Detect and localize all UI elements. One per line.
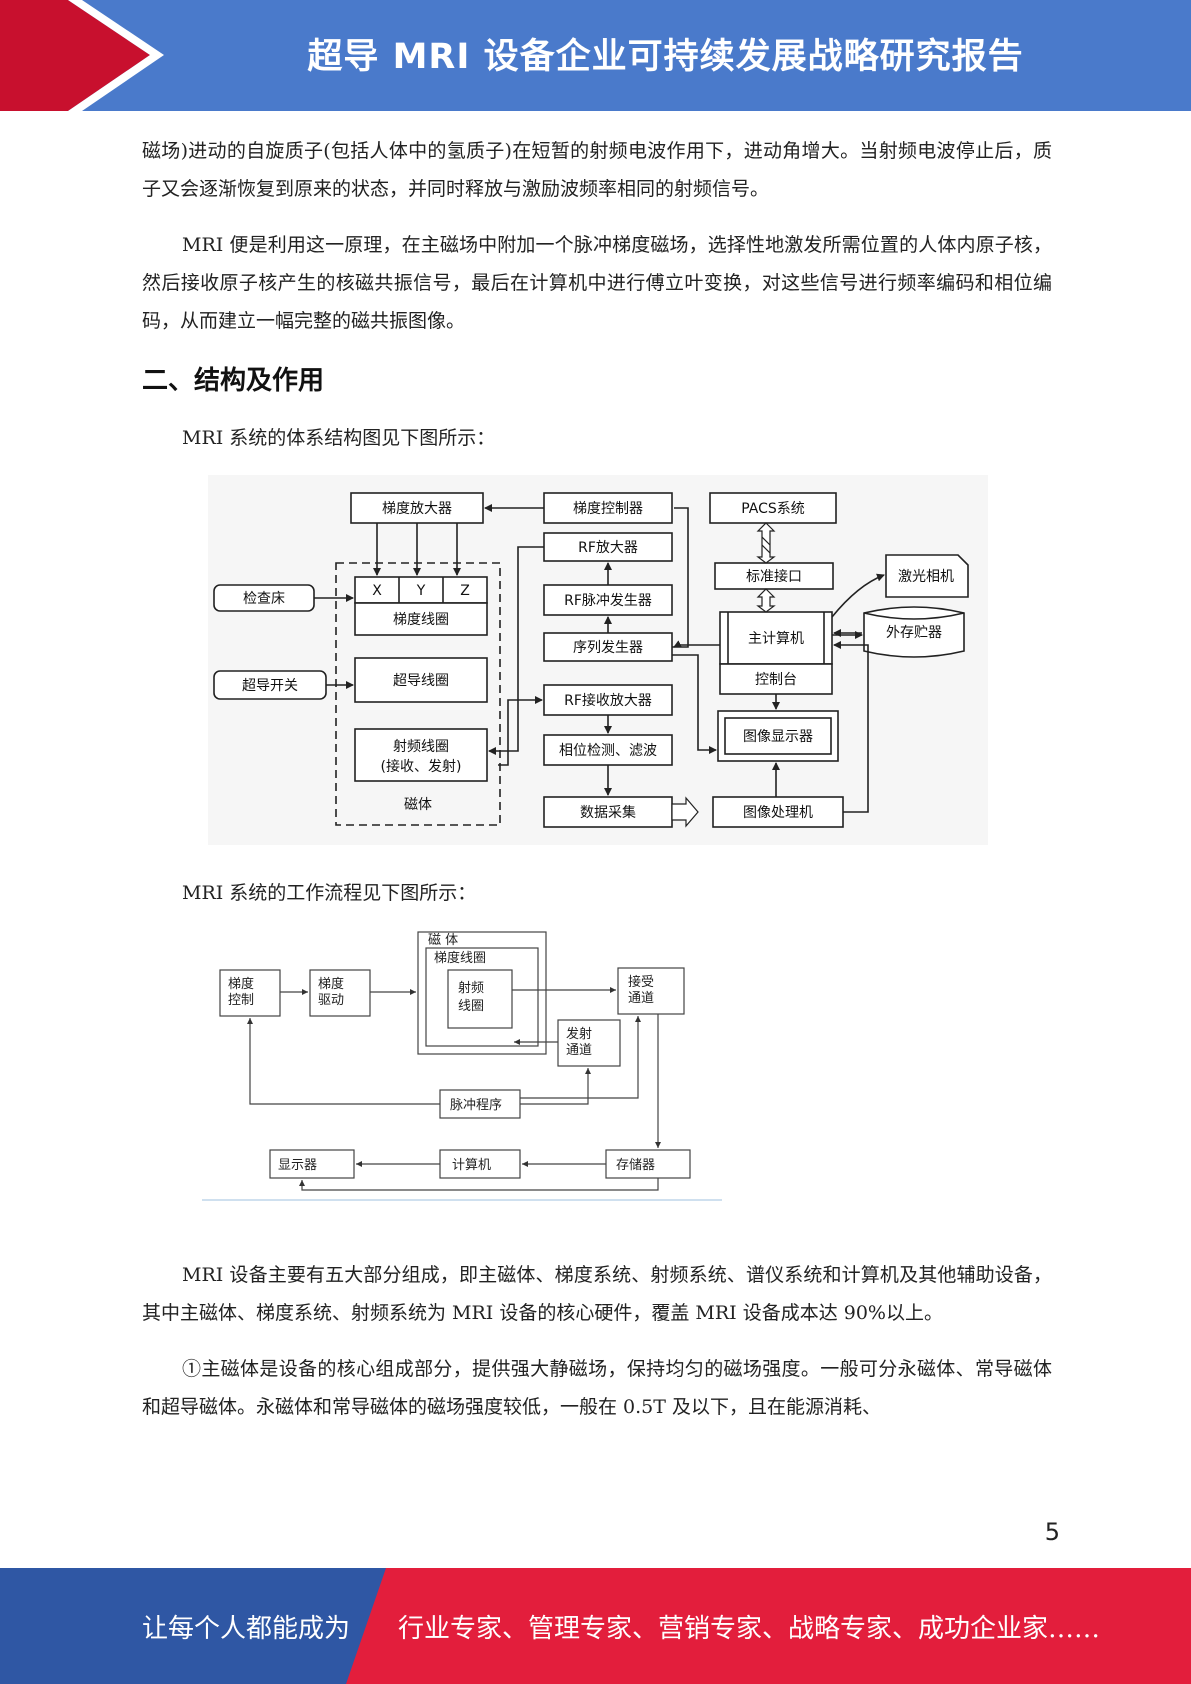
- box-storage: [605, 1149, 691, 1179]
- box-image-display: [717, 710, 839, 762]
- label-display: 显示器: [278, 1158, 317, 1173]
- label-gradient-coil: 梯度线圈: [434, 950, 486, 966]
- box-data-acq: [543, 796, 673, 828]
- box-rf-amp: [543, 532, 673, 562]
- label-computer: 计算机: [452, 1158, 491, 1173]
- footer-left-text: 让每个人都能成为: [142, 1614, 351, 1644]
- label-ext-storage: 外存贮器: [886, 625, 942, 641]
- paragraph-6: ①主磁体是设备的核心组成部分，提供强大静磁场，保持均匀的磁场强度。一般可分永磁体…: [142, 1358, 1052, 1418]
- box-computer: [439, 1149, 521, 1179]
- label-phase-detect: 相位检测、滤波: [559, 743, 657, 759]
- page-content: 磁场)进动的自旋质子(包括人体中的氢质子)在短暂的射频电波作用下，进动角增大。当…: [142, 132, 1052, 1444]
- box-rf-coil: [447, 969, 513, 1029]
- label-grad-drive-2: 驱动: [318, 993, 344, 1008]
- label-data-acq: 数据采集: [580, 804, 636, 821]
- label-x: X: [372, 583, 382, 599]
- label-rf-coil-2: (接收、发射): [381, 758, 462, 775]
- label-rf-pulse-gen: RF脉冲发生器: [564, 593, 652, 609]
- box-gradient-amp: [350, 492, 484, 524]
- box-laser-camera: [885, 554, 969, 598]
- label-tx-2: 通道: [566, 1043, 592, 1058]
- label-tx-1: 发射: [566, 1026, 592, 1042]
- label-seq-gen: 序列发生器: [573, 640, 643, 656]
- paragraph-3: MRI 系统的体系结构图见下图所示：: [182, 427, 496, 449]
- label-grad-ctrl-2: 控制: [228, 993, 254, 1008]
- label-image-proc: 图像处理机: [743, 805, 813, 821]
- header-title: 超导 MRI 设备企业可持续发展战略研究报告: [307, 37, 1024, 77]
- label-rf-coil-1: 射频线圈: [393, 739, 449, 755]
- box-image-proc: [712, 796, 844, 828]
- box-display: [269, 1149, 355, 1179]
- label-rf-recv-amp: RF接收放大器: [564, 692, 652, 709]
- box-gradient-coil: [354, 602, 488, 636]
- box-rf-recv-amp: [543, 684, 673, 716]
- label-grad-ctrl-1: 梯度: [228, 976, 254, 992]
- label-z: Z: [460, 583, 470, 599]
- box-grad-drive: [309, 969, 371, 1017]
- box-recv-channel: [617, 967, 685, 1015]
- header-chevron-decoration: [0, 0, 164, 111]
- mri-workflow-diagram: 磁 体 梯度线圈 梯度 控制 梯度 驱动 射频 线圈 接受 通道 发射 通道 脉…: [202, 931, 722, 1201]
- label-pacs: PACS系统: [741, 501, 805, 517]
- label-main-computer: 主计算机: [748, 631, 804, 647]
- label-sc-coil: 超导线圈: [393, 673, 449, 689]
- footer-right-text: 行业专家、管理专家、营销专家、战略专家、成功企业家……: [398, 1614, 1101, 1644]
- label-sc-switch: 超导开关: [242, 678, 298, 694]
- label-rf-coil-1: 射频: [458, 980, 484, 996]
- box-main-computer: [719, 611, 833, 665]
- label-pulse-prog: 脉冲程序: [450, 1098, 502, 1113]
- label-magnet: 磁体: [404, 797, 432, 813]
- label-storage: 存储器: [616, 1158, 655, 1173]
- label-rf-amp: RF放大器: [578, 540, 638, 556]
- box-ext-storage: [863, 606, 965, 658]
- label-magnet: 磁 体: [428, 933, 458, 948]
- footer-band-decoration: [0, 1568, 1191, 1684]
- paragraph-2: MRI 便是利用这一原理，在主磁场中附加一个脉冲梯度磁场，选择性地激发所需位置的…: [142, 234, 1052, 332]
- box-std-interface: [714, 562, 834, 590]
- label-image-display: 图像显示器: [743, 729, 813, 745]
- label-gradient-coil: 梯度线圈: [393, 612, 449, 628]
- box-rf-coil: [354, 728, 488, 782]
- paragraph-4: MRI 系统的工作流程见下图所示：: [182, 882, 477, 904]
- label-recv-2: 通道: [628, 991, 654, 1006]
- label-exam-bed: 检查床: [243, 591, 285, 607]
- section-heading: 二、结构及作用: [142, 366, 325, 396]
- box-phase-detect: [543, 734, 673, 766]
- page-number: 5: [1044, 1518, 1060, 1546]
- paragraph-1: 磁场)进动的自旋质子(包括人体中的氢质子)在短暂的射频电波作用下，进动角增大。当…: [142, 140, 1052, 200]
- label-recv-1: 接受: [628, 974, 654, 990]
- page-header: 超导 MRI 设备企业可持续发展战略研究报告: [0, 0, 1191, 111]
- mri-architecture-diagram: 梯度放大器 梯度控制器 PACS系统 RF放大器 标准接口 激光相机 检查床 X…: [208, 475, 988, 845]
- label-gradient-ctrl: 梯度控制器: [573, 501, 643, 517]
- box-sc-coil: [354, 657, 488, 703]
- label-grad-drive-1: 梯度: [318, 976, 344, 992]
- label-y: Y: [416, 583, 426, 599]
- label-std-interface: 标准接口: [746, 568, 802, 585]
- label-rf-coil-2: 线圈: [458, 999, 484, 1014]
- label-laser-camera: 激光相机: [898, 568, 954, 585]
- label-gradient-amp: 梯度放大器: [382, 501, 452, 517]
- label-console: 控制台: [755, 672, 797, 688]
- page-footer: 让每个人都能成为 行业专家、管理专家、营销专家、战略专家、成功企业家……: [0, 1568, 1191, 1684]
- box-console: [719, 663, 833, 695]
- box-pacs: [709, 492, 837, 524]
- box-tx-channel: [557, 1019, 621, 1067]
- box-grad-ctrl: [219, 969, 281, 1017]
- paragraph-5: MRI 设备主要有五大部分组成，即主磁体、梯度系统、射频系统、谱仪系统和计算机及…: [142, 1264, 1052, 1324]
